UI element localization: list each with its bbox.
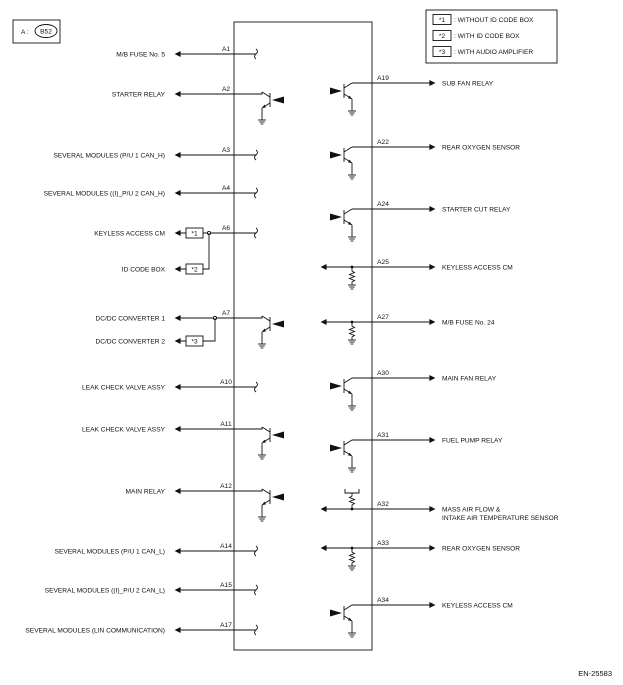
signal-label: M/B FUSE No. 24 xyxy=(442,320,495,327)
legend-text: : WITH ID CODE BOX xyxy=(454,33,520,40)
legend-text: : WITH AUDIO AMPLIFIER xyxy=(454,49,533,56)
left-pin-a2: STARTER RELAY A2 xyxy=(112,86,284,125)
pin-number: A15 xyxy=(220,582,232,589)
pin-number: A1 xyxy=(222,46,230,53)
signal-label: SEVERAL MODULES (LIN COMMUNICATION) xyxy=(25,628,165,635)
right-pin-a33: REAR OXYGEN SENSOR A33 xyxy=(320,540,520,571)
left-pin-a15: SEVERAL MODULES ((I)_P/U 2 CAN_L) A15 xyxy=(45,582,258,596)
signal-label: MAIN FAN RELAY xyxy=(442,376,497,383)
pin-number: A14 xyxy=(220,543,232,550)
pin-number: A12 xyxy=(220,483,232,490)
pin-number: A2 xyxy=(222,86,230,93)
signal-label: M/B FUSE No. 5 xyxy=(116,52,165,59)
left-pin-a4: SEVERAL MODULES ((I)_P/U 2 CAN_H) A4 xyxy=(44,185,258,199)
legend-mark: *3 xyxy=(439,49,446,56)
signal-label: REAR OXYGEN SENSOR xyxy=(442,145,520,152)
left-pin-a14: SEVERAL MODULES (P/U 1 CAN_L) A14 xyxy=(55,543,258,557)
signal-label: SEVERAL MODULES ((I)_P/U 2 CAN_H) xyxy=(44,191,165,198)
right-pin-a22: REAR OXYGEN SENSOR A22 xyxy=(330,139,520,180)
signal-label: SEVERAL MODULES (P/U 1 CAN_H) xyxy=(53,153,165,160)
signal-label: MAIN RELAY xyxy=(126,489,166,496)
right-pin-a31: FUEL PUMP RELAY A31 xyxy=(330,432,503,473)
pin-number: A22 xyxy=(377,139,389,146)
signal-label: LEAK CHECK VALVE ASSY xyxy=(82,385,166,392)
pin-number: A10 xyxy=(220,379,232,386)
signal-label: SEVERAL MODULES (P/U 1 CAN_L) xyxy=(55,549,165,556)
connector-tag: A : B52 xyxy=(12,19,61,44)
pin-number: A27 xyxy=(377,314,389,321)
signal-label: FUEL PUMP RELAY xyxy=(442,438,503,445)
signal-label: REAR OXYGEN SENSOR xyxy=(442,546,520,553)
signal-label: KEYLESS ACCESS CM xyxy=(94,231,165,238)
left-pin-a1: M/B FUSE No. 5 A1 xyxy=(116,46,258,60)
pin-number: A32 xyxy=(377,501,389,508)
left-pin-a3: SEVERAL MODULES (P/U 1 CAN_H) A3 xyxy=(53,147,258,161)
legend-item: *2 : WITH ID CODE BOX xyxy=(432,30,520,41)
legend-text: : WITHOUT ID CODE BOX xyxy=(454,17,534,24)
legend-mark: *1 xyxy=(439,17,446,24)
right-pin-a25: KEYLESS ACCESS CM A25 xyxy=(320,259,513,290)
signal-label: MASS AIR FLOW & xyxy=(442,507,501,514)
left-pin-a6: KEYLESS ACCESS CM A6 *1 ID CODE BOX *2 xyxy=(94,225,258,275)
branch-a7: DC/DC CONVERTER 2 *3 xyxy=(96,335,204,347)
left-pin-a17: SEVERAL MODULES (LIN COMMUNICATION) A17 xyxy=(25,622,258,636)
right-pin-a30: MAIN FAN RELAY A30 xyxy=(330,370,497,411)
legend: *1 : WITHOUT ID CODE BOX *2 : WITH ID CODE … xyxy=(425,9,558,64)
pin-number: A4 xyxy=(222,185,230,192)
pin-number: A11 xyxy=(220,421,232,428)
pin-number: A30 xyxy=(377,370,389,377)
left-pin-a12: MAIN RELAY A12 xyxy=(126,483,284,522)
right-pin-a34: KEYLESS ACCESS CM A34 xyxy=(330,597,513,638)
pin-number: A24 xyxy=(377,201,389,208)
legend-item: *1 : WITHOUT ID CODE BOX xyxy=(432,14,534,25)
signal-label: KEYLESS ACCESS CM xyxy=(442,265,513,272)
signal-label: SEVERAL MODULES ((I)_P/U 2 CAN_L) xyxy=(45,588,165,595)
right-pin-a24: STARTER CUT RELAY A24 xyxy=(330,201,511,242)
signal-label: DC/DC CONVERTER 2 xyxy=(96,339,166,346)
right-pin-a32: MASS AIR FLOW &INTAKE AIR TEMPERATURE SE… xyxy=(320,489,559,522)
pin-number: A6 xyxy=(222,225,230,232)
pin-number: A34 xyxy=(377,597,389,604)
branch-a6: ID CODE BOX *2 xyxy=(122,263,204,275)
pin-number: A17 xyxy=(220,622,232,629)
pin-number: A33 xyxy=(377,540,389,547)
signal-label: LEAK CHECK VALVE ASSY xyxy=(82,427,166,434)
signal-label: STARTER RELAY xyxy=(112,92,166,99)
right-pin-a19: SUB FAN RELAY A19 xyxy=(330,75,494,116)
signal-label: DC/DC CONVERTER 1 xyxy=(96,316,166,323)
left-pin-a10: LEAK CHECK VALVE ASSY A10 xyxy=(82,379,258,393)
legend-item: *3 : WITH AUDIO AMPLIFIER xyxy=(432,46,533,57)
option-mark: *2 xyxy=(191,266,198,273)
option-mark: *1 xyxy=(191,230,198,237)
connector-code: B52 xyxy=(40,29,52,36)
left-pin-a11: LEAK CHECK VALVE ASSY A11 xyxy=(82,421,284,460)
figure-id: EN-25583 xyxy=(578,669,612,678)
legend-mark: *2 xyxy=(439,33,446,40)
signal-label-line2: INTAKE AIR TEMPERATURE SENSOR xyxy=(442,515,559,522)
right-pin-a27: M/B FUSE No. 24 A27 xyxy=(320,314,495,345)
connector-prefix: A : xyxy=(21,29,29,36)
pin-number: A19 xyxy=(377,75,389,82)
signal-label: ID CODE BOX xyxy=(122,267,166,274)
pin-number: A31 xyxy=(377,432,389,439)
option-mark: *3 xyxy=(191,338,198,345)
signal-label: STARTER CUT RELAY xyxy=(442,207,511,214)
signal-label: KEYLESS ACCESS CM xyxy=(442,603,513,610)
pin-number: A3 xyxy=(222,147,230,154)
pin-number: A25 xyxy=(377,259,389,266)
signal-label: SUB FAN RELAY xyxy=(442,81,494,88)
pin-number: A7 xyxy=(222,310,230,317)
